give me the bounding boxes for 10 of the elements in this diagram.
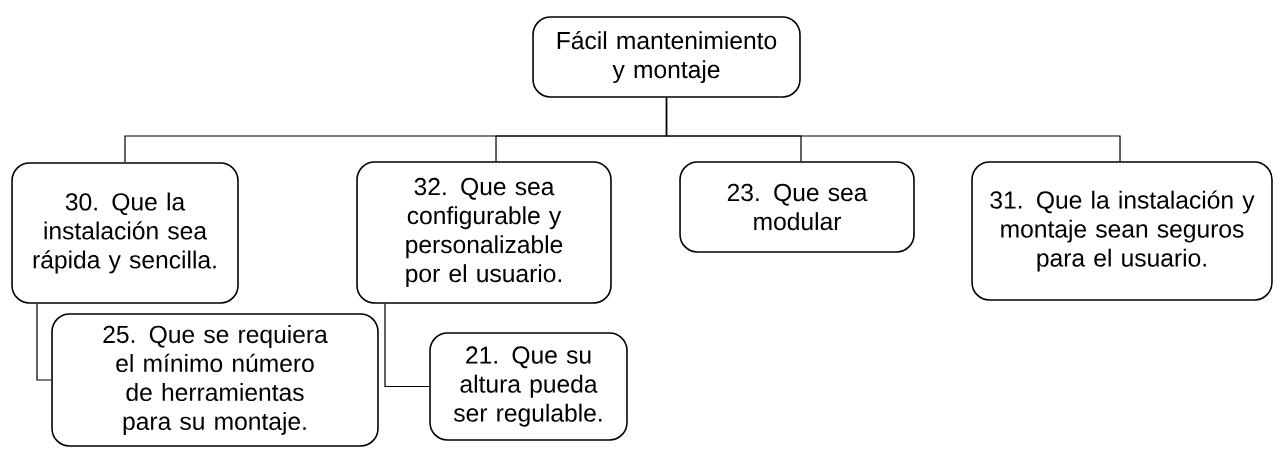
rounded-box: 31. Que la instalación y montaje sean seguros para el usuario. [971, 161, 1273, 301]
rounded-box: 32. Que sea configurable y personalizable por el usuario. [356, 161, 612, 304]
rounded-box: 21. Que su altura pueda ser regulable. [429, 332, 628, 441]
rounded-box: 25. Que se requiera el mínimo número de herramientas para su montaje. [51, 313, 379, 447]
connector-line [665, 97, 1121, 162]
connector-line [384, 303, 430, 388]
rounded-box: 30. Que la instalación sea rápida y sencilla. [11, 162, 239, 304]
rounded-box: Fácil mantenimiento y montaje [532, 16, 801, 98]
rounded-box: 23. Que sea modular [679, 161, 915, 253]
connector-line [36, 303, 52, 381]
